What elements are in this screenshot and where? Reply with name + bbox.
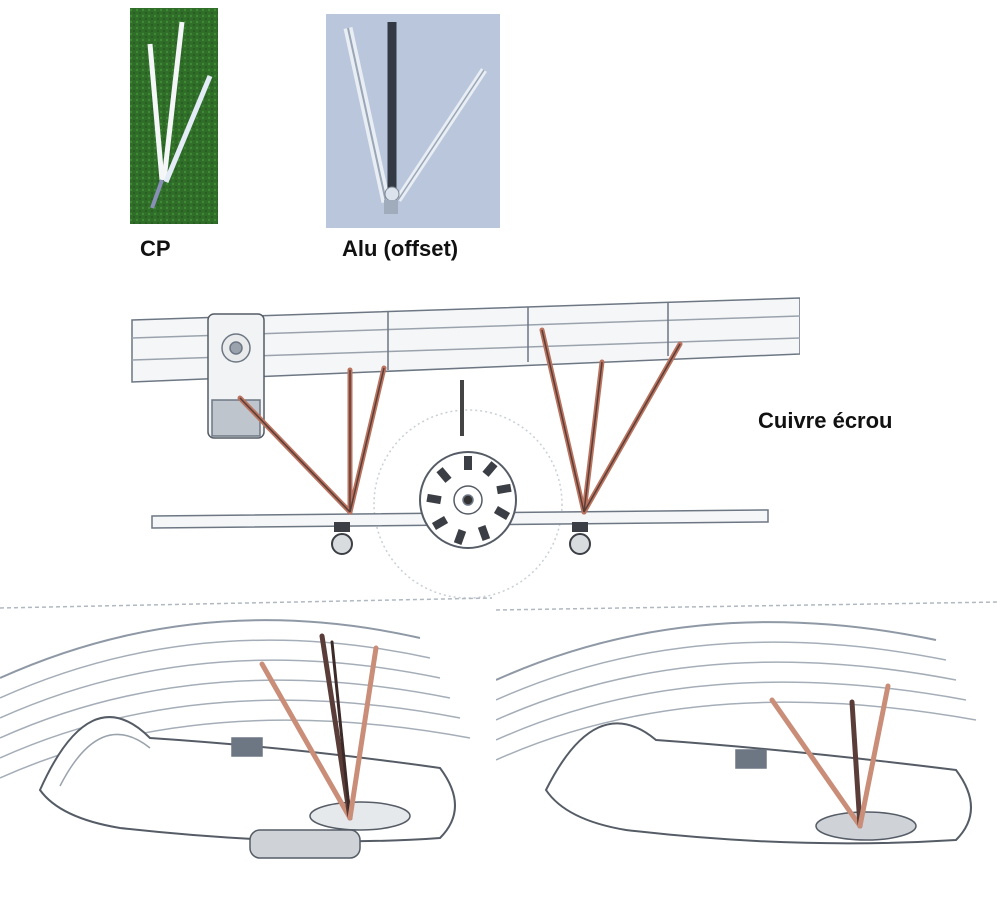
alu-photo: [326, 14, 500, 228]
cp-label: CP: [140, 236, 171, 261]
side-view-left-drawing: [0, 578, 492, 900]
alu-label: Alu (offset): [342, 236, 459, 261]
side-view-right-drawing: [496, 590, 1000, 900]
cuivre-label: Cuivre écrou: [758, 408, 893, 433]
cp-photo: [130, 8, 218, 224]
front-view-drawing: [128, 290, 800, 600]
